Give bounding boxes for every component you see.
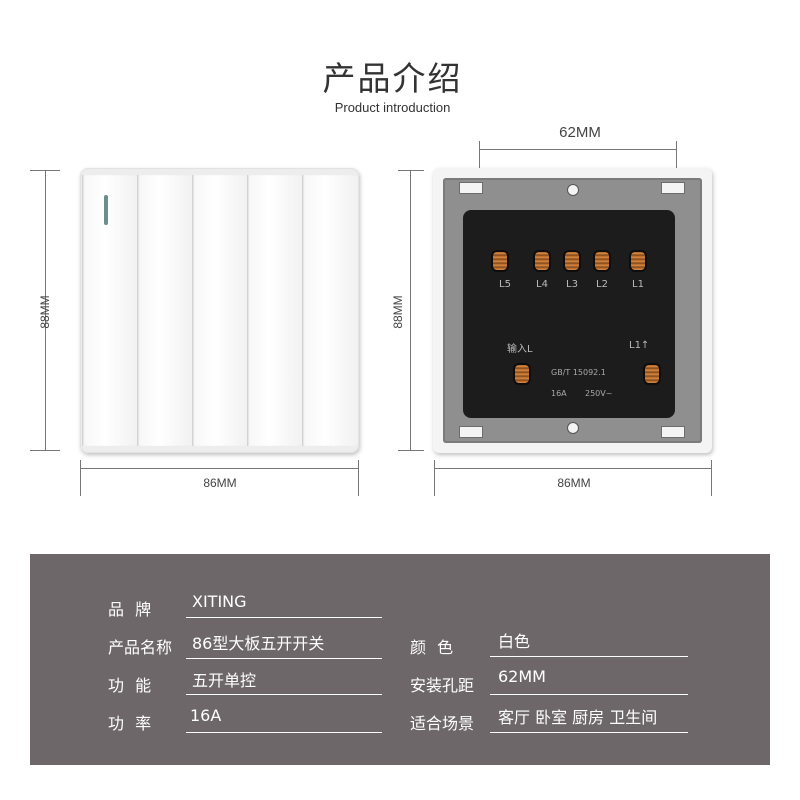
back-width-label: 86MM	[557, 476, 591, 490]
terminal-label-l3: L3	[566, 279, 578, 290]
rocker-key-3	[192, 175, 248, 446]
back-height-cap-bottom	[398, 450, 424, 451]
terminal-screw-l4	[533, 250, 551, 272]
spec-panel: 品 牌 XITING 产品名称 86型大板五开开关 颜 色 白色 功 能 五开单…	[30, 554, 770, 765]
mounting-dimension-line	[479, 149, 676, 150]
front-height-cap-bottom	[30, 450, 60, 451]
power-label: 功 率	[108, 714, 155, 733]
terminal-label-l1: L1	[632, 279, 644, 290]
input-terminal-label: 输入L	[507, 344, 533, 355]
color-value: 白色	[498, 632, 531, 651]
brand-underline	[186, 617, 382, 618]
current-marking: 16A	[551, 389, 567, 398]
front-width-cap-right	[358, 460, 359, 496]
power-value: 16A	[190, 706, 222, 725]
power-underline	[186, 732, 382, 733]
input-terminal-screw	[513, 363, 531, 385]
rocker-key-4	[247, 175, 303, 446]
terminal-screw-l2	[593, 250, 611, 272]
voltage-marking: 250V~	[585, 389, 613, 398]
terminal-label-l5: L5	[499, 279, 511, 290]
page-subtitle: Product introduction	[334, 100, 451, 115]
rocker-key-1	[82, 175, 138, 446]
back-height-cap-top	[398, 170, 424, 171]
front-width-dimension-line	[80, 468, 359, 469]
mount-hole-top	[567, 184, 579, 196]
front-height-label: 88MM	[38, 295, 52, 329]
switch-front-panel	[80, 168, 359, 453]
terminal-screw-l1	[629, 250, 647, 272]
mount-tab-top-left	[459, 182, 483, 194]
mounting-label: 62MM	[559, 124, 601, 141]
front-width-cap-left	[80, 460, 81, 496]
function-value: 五开单控	[192, 671, 257, 690]
rocker-key-5	[302, 175, 358, 446]
terminal-label-l2: L2	[596, 279, 608, 290]
switch-back-panel: L5 L4 L3 L2 L1 输入L L1↑ GB/T 15092.1 16A …	[433, 168, 712, 453]
terminal-module-lower	[483, 320, 656, 412]
brand-label: 品 牌	[108, 600, 155, 619]
scene-underline	[490, 732, 688, 733]
function-underline	[186, 694, 382, 695]
terminal-label-l4: L4	[536, 279, 548, 290]
front-height-dimension-line	[45, 170, 46, 450]
spacing-label: 安装孔距	[410, 676, 475, 695]
color-label: 颜 色	[410, 638, 457, 657]
terminal-screw-l3	[563, 250, 581, 272]
color-underline	[490, 656, 688, 657]
front-height-cap-top	[30, 170, 60, 171]
standard-marking: GB/T 15092.1	[551, 368, 606, 377]
back-width-dimension-line	[434, 468, 712, 469]
spacing-value: 62MM	[498, 667, 546, 686]
back-width-cap-left	[434, 460, 435, 496]
mount-tab-top-right	[661, 182, 685, 194]
mount-tab-bottom-left	[459, 426, 483, 438]
back-width-cap-right	[711, 460, 712, 496]
function-label: 功 能	[108, 676, 155, 695]
mount-tab-bottom-right	[661, 426, 685, 438]
spacing-underline	[490, 694, 688, 695]
brand-value: XITING	[192, 592, 247, 611]
output-terminal-label: L1↑	[629, 340, 650, 351]
terminal-screw-l5	[491, 250, 509, 272]
scene-label: 适合场景	[410, 714, 475, 733]
led-indicator	[104, 195, 108, 225]
mount-hole-bottom	[567, 422, 579, 434]
rocker-key-2	[137, 175, 193, 446]
product-name-underline	[186, 658, 382, 659]
output-terminal-screw	[643, 363, 661, 385]
front-width-label: 86MM	[203, 476, 237, 490]
product-name-label: 产品名称	[108, 638, 173, 657]
scene-value: 客厅 卧室 厨房 卫生间	[498, 708, 658, 727]
back-height-label: 88MM	[391, 295, 405, 329]
product-name-value: 86型大板五开开关	[192, 634, 325, 653]
page-title: 产品介绍	[322, 59, 463, 98]
back-height-dimension-line	[410, 170, 411, 450]
